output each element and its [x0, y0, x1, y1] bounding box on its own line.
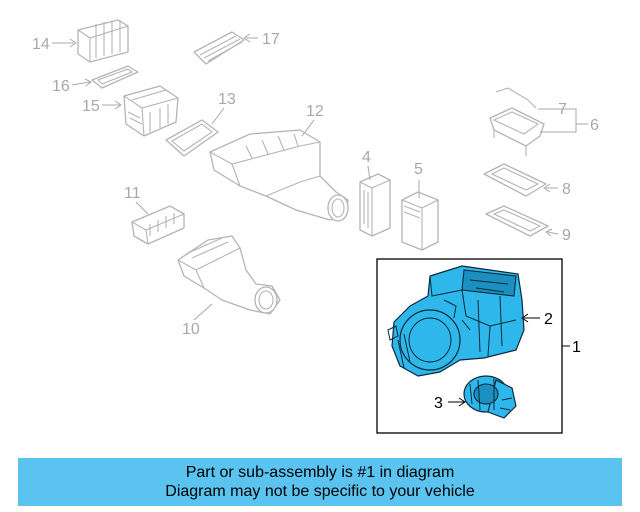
- callout-1: 1: [572, 339, 581, 356]
- callout-4: 4: [362, 149, 371, 166]
- callout-17: 17: [262, 31, 280, 48]
- part-10-duct[interactable]: [177, 235, 281, 315]
- part-14-duct[interactable]: [77, 19, 129, 63]
- callout-14: 14: [32, 36, 50, 53]
- part-3-blower-motor[interactable]: [463, 375, 517, 419]
- callout-6: 6: [590, 117, 599, 134]
- part-12-duct[interactable]: [209, 129, 349, 222]
- part-4-block[interactable]: [359, 173, 391, 237]
- part-5-filter[interactable]: [401, 191, 439, 251]
- info-banner: Part or sub-assembly is #1 in diagram Di…: [18, 458, 622, 506]
- part-8-gasket[interactable]: [483, 163, 547, 197]
- part-2-blower-case[interactable]: [387, 265, 525, 377]
- part-13-gasket[interactable]: [165, 119, 219, 157]
- callout-5: 5: [414, 161, 423, 178]
- callout-15: 15: [82, 98, 100, 115]
- part-9-gasket[interactable]: [485, 205, 549, 237]
- callout-16: 16: [52, 78, 70, 95]
- part-16-seal[interactable]: [91, 65, 139, 89]
- parts-diagram: 14 17 16 15 13 12: [32, 19, 599, 434]
- part-17-grille[interactable]: [193, 31, 245, 65]
- callout-12: 12: [306, 103, 324, 120]
- callout-10: 10: [182, 321, 200, 338]
- part-11-bracket[interactable]: [131, 205, 185, 245]
- part-6-cover[interactable]: [489, 107, 545, 156]
- callout-13: 13: [218, 91, 236, 108]
- banner-line-2: Diagram may not be specific to your vehi…: [165, 483, 475, 500]
- callout-3: 3: [434, 395, 443, 412]
- callout-8: 8: [562, 181, 571, 198]
- callout-11: 11: [124, 185, 141, 202]
- part-7-rod[interactable]: [495, 87, 537, 109]
- callout-2: 2: [544, 311, 553, 328]
- callout-9: 9: [562, 227, 571, 244]
- banner-line-1: Part or sub-assembly is #1 in diagram: [185, 464, 455, 481]
- part-15-duct[interactable]: [123, 85, 179, 137]
